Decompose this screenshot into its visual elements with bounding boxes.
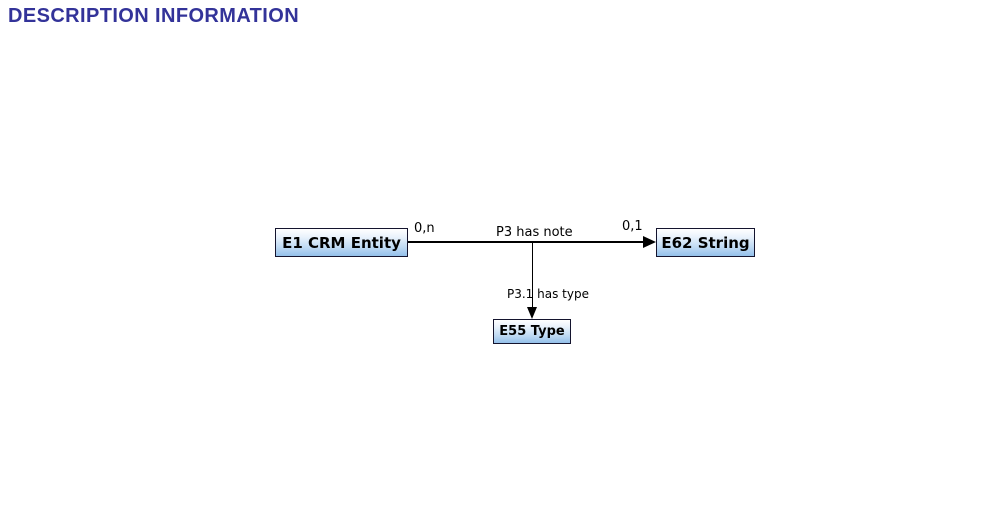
cardinality-label-0n: 0,n	[414, 221, 435, 236]
node-e62-string: E62 String	[656, 228, 755, 257]
node-e55-label: E55 Type	[499, 324, 565, 339]
edge-line-p3-has-note	[408, 241, 646, 243]
edge-line-p31-has-type	[532, 243, 533, 308]
edge-label-p31-has-type: P3.1 has type	[507, 287, 589, 301]
arrowhead-down-icon	[527, 307, 537, 319]
node-e55-type: E55 Type	[493, 319, 571, 344]
node-e62-label: E62 String	[661, 233, 750, 252]
arrowhead-right-icon	[643, 236, 656, 248]
node-e1-label: E1 CRM Entity	[282, 233, 401, 252]
cardinality-label-01: 0,1	[622, 219, 643, 234]
page-title: DESCRIPTION INFORMATION	[8, 5, 300, 27]
edge-label-p3-has-note: P3 has note	[496, 225, 573, 240]
node-e1-crm-entity: E1 CRM Entity	[275, 228, 408, 257]
